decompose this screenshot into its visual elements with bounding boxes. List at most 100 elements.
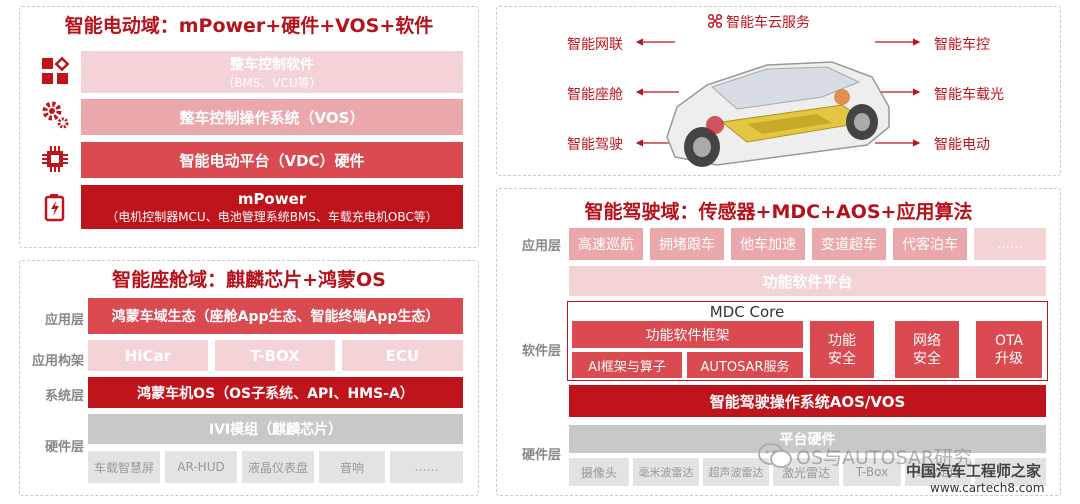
- harmony-os-label: 鸿蒙车机OS（OS子系统、API、HMS-A）: [137, 385, 414, 402]
- sensor-mmwave: 毫米波雷达: [633, 458, 699, 486]
- app-traffic-follow: 拥堵跟车: [650, 228, 724, 260]
- harmony-os-block: 鸿蒙车机OS（OS子系统、API、HMS-A）: [88, 377, 463, 408]
- app-more-label: ……: [997, 236, 1023, 252]
- autosar-service-label: AUTOSAR服务: [700, 359, 790, 375]
- hw-more-label: ……: [414, 460, 439, 474]
- harmony-ecosystem-label: 鸿蒙车域生态（座舱App生态、智能终端App生态）: [111, 309, 440, 325]
- app-other-accel: 他车加速: [731, 228, 805, 260]
- wechat-watermark: OS与AUTOSAR研究: [758, 442, 972, 470]
- functional-safety-block: 功能 安全: [810, 321, 874, 378]
- function-framework-block: 功能软件框架: [572, 321, 803, 348]
- hw-ar-hud-label: AR-HUD: [177, 460, 225, 474]
- cabin-label-system: 系统层: [44, 389, 84, 404]
- vdc-hardware-block: 智能电动平台（VDC）硬件: [81, 142, 463, 178]
- mpower-label: mPower: [237, 189, 307, 208]
- cloud-service-icon: [707, 13, 723, 29]
- drive-label-hardware: 硬件层: [521, 448, 561, 463]
- sensor-positioning-label: 组合定位: [916, 466, 960, 479]
- sensor-more-label: ……: [998, 465, 1023, 479]
- framework-tbox-label: T-BOX: [250, 346, 300, 365]
- gears-icon: [42, 101, 69, 129]
- platform-hardware-block: 平台硬件: [569, 425, 1046, 453]
- cabin-label-hardware: 硬件层: [44, 440, 84, 455]
- sensor-tbox-label: T-Box: [855, 465, 889, 479]
- car-services-panel: 智能车云服务 智能网联 智能座舱 智能驾驶 智能车控 智能车载光 智能电动: [496, 6, 1061, 176]
- car-label-cockpit: 智能座舱: [567, 87, 623, 103]
- sensor-tbox: T-Box: [843, 458, 901, 486]
- car-label-driving: 智能驾驶: [567, 137, 623, 153]
- app-lane-change-label: 变道超车: [821, 237, 877, 253]
- mpower-block: mPower （电机控制器MCU、电池管理系统BMS、车载充电机OBC等）: [81, 185, 463, 229]
- hw-smart-screen: 车载智慧屏: [88, 451, 160, 483]
- framework-hicar: HiCar: [88, 340, 208, 371]
- ai-framework-label: AI框架与算子: [588, 359, 666, 375]
- app-other-accel-label: 他车加速: [740, 237, 796, 253]
- hw-audio: 音响: [319, 451, 385, 483]
- app-highway-cruise: 高速巡航: [569, 228, 643, 260]
- drive-label-software: 软件层: [521, 344, 561, 359]
- aos-label: 智能驾驶操作系统AOS/VOS: [709, 392, 906, 411]
- site-watermark-url: www.cartech8.com: [930, 481, 1045, 495]
- function-platform-label: 功能软件平台: [762, 272, 853, 291]
- apps-icon: [42, 56, 70, 84]
- car-label-light: 智能车载光: [934, 87, 1004, 103]
- vehicle-control-software-sub: （BMS、VCU等）: [222, 75, 322, 90]
- cabin-label-app: 应用层: [44, 313, 84, 328]
- power-domain-title: 智能电动域：mPower+硬件+VOS+软件: [64, 15, 434, 37]
- sensor-positioning: 组合定位: [905, 458, 971, 486]
- vehicle-control-software-label: 整车控制软件: [230, 56, 314, 73]
- hw-lcd-dashboard-label: 液晶仪表盘: [247, 460, 308, 475]
- drive-domain-panel: 智能驾驶域：传感器+MDC+AOS+应用算法 应用层 软件层 硬件层 高速巡航 …: [496, 188, 1061, 496]
- hw-audio-label: 音响: [339, 460, 364, 475]
- wechat-watermark-text: OS与AUTOSAR研究: [796, 446, 973, 469]
- car-label-electric: 智能电动: [934, 137, 990, 153]
- framework-ecu-label: ECU: [385, 346, 420, 365]
- sensor-more: ……: [975, 458, 1046, 486]
- vos-block: 整车控制操作系统（VOS）: [81, 99, 463, 135]
- ivi-module-label: IVI模组（麒麟芯片）: [208, 422, 343, 438]
- ota-upgrade-label: OTA 升级: [994, 332, 1024, 367]
- sensor-lidar-label: 激光雷达: [781, 465, 830, 480]
- aos-block: 智能驾驶操作系统AOS/VOS: [569, 385, 1046, 417]
- sensor-camera-label: 摄像头: [580, 465, 617, 480]
- hw-smart-screen-label: 车载智慧屏: [93, 460, 154, 475]
- network-security-label: 网络 安全: [913, 332, 941, 367]
- car-label-cloud: 智能车云服务: [726, 15, 810, 31]
- function-platform-block: 功能软件平台: [569, 266, 1046, 296]
- framework-hicar-label: HiCar: [124, 346, 172, 365]
- framework-tbox: T-BOX: [215, 340, 335, 371]
- app-more: ……: [974, 228, 1046, 260]
- wechat-icon: [758, 443, 792, 468]
- mdc-core-title: MDC Core: [709, 303, 785, 321]
- chip-icon: [42, 146, 68, 172]
- sensor-camera: 摄像头: [569, 458, 629, 486]
- ai-framework-block: AI框架与算子: [572, 352, 682, 378]
- hw-lcd-dashboard: 液晶仪表盘: [242, 451, 314, 483]
- autosar-service-block: AUTOSAR服务: [687, 352, 803, 378]
- power-domain-panel: 智能电动域：mPower+硬件+VOS+软件 整车控制软件 （BMS、VCU等）…: [19, 6, 479, 248]
- app-highway-cruise-label: 高速巡航: [578, 237, 634, 253]
- sensor-ultrasonic-label: 超声波雷达: [708, 466, 764, 479]
- functional-safety-label: 功能 安全: [828, 332, 856, 367]
- vdc-hardware-label: 智能电动平台（VDC）硬件: [179, 151, 365, 170]
- ota-upgrade-block: OTA 升级: [976, 321, 1042, 378]
- vehicle-control-software-block: 整车控制软件 （BMS、VCU等）: [81, 51, 463, 93]
- function-framework-label: 功能软件框架: [645, 327, 730, 344]
- vos-label: 整车控制操作系统（VOS）: [179, 108, 365, 127]
- car-label-control: 智能车控: [934, 37, 990, 53]
- car-illustration: [635, 38, 921, 167]
- app-valet-parking-label: 代客泊车: [902, 237, 958, 253]
- drive-domain-title: 智能驾驶域：传感器+MDC+AOS+应用算法: [584, 201, 973, 223]
- sensor-ultrasonic: 超声波雷达: [703, 458, 769, 486]
- site-watermark-cn: 中国汽车工程师之家: [906, 462, 1042, 480]
- mpower-sub: （电机控制器MCU、电池管理系统BMS、车载充电机OBC等）: [106, 209, 438, 224]
- battery-icon: [44, 194, 65, 222]
- app-valet-parking: 代客泊车: [893, 228, 967, 260]
- car-label-connect: 智能网联: [567, 37, 623, 53]
- framework-ecu: ECU: [342, 340, 463, 371]
- platform-hardware-label: 平台硬件: [779, 432, 836, 448]
- site-watermark: 中国汽车工程师之家 www.cartech8.com: [906, 460, 1076, 495]
- hw-ar-hud: AR-HUD: [165, 451, 237, 483]
- cabin-domain-panel: 智能座舱域：麒麟芯片+鸿蒙OS 应用层 应用构架 系统层 硬件层 鸿蒙车域生态（…: [19, 260, 479, 496]
- ivi-module-block: IVI模组（麒麟芯片）: [88, 414, 463, 444]
